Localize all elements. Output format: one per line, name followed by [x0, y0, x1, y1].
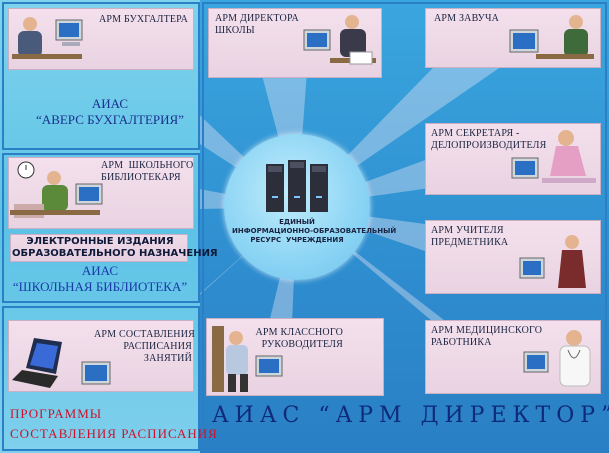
arm-director-label: АРМ ДИРЕКТОРА ШКОЛЫ: [215, 13, 299, 36]
zavuch-icon: [509, 15, 594, 59]
main-frame: [202, 2, 607, 451]
secretary-icon: [511, 130, 596, 183]
director-icon: [303, 15, 376, 65]
arm-secretary-label: АРМ СЕКРЕТАРЯ - ДЕЛОПРОИЗВОДИТЕЛЯ: [431, 128, 547, 151]
central-node-label: ЕДИНЫЙ ИНФОРМАЦИОННО-ОБРАЗОВАТЕЛЬНЫЙ РЕС…: [232, 218, 397, 244]
teacher-icon: [519, 235, 586, 288]
avers-panel: [2, 2, 200, 150]
server-rack-icon: [266, 160, 328, 212]
accountant-icon: [12, 17, 83, 59]
laptop-icon: [12, 338, 111, 388]
library-title: АИАС “ШКОЛЬНАЯ БИБЛИОТЕКА”: [12, 263, 188, 294]
eizdania-box[interactable]: [10, 234, 188, 262]
librarian-icon: [10, 161, 103, 218]
main-title: АИАС “АРМ ДИРЕКТОР”: [212, 403, 609, 428]
arm-buh-label: АРМ БУХГАЛТЕРА: [99, 14, 189, 25]
arm-zavuch-label: АРМ ЗАВУЧА: [434, 13, 500, 24]
arm-schedule-label: АРМ СОСТАВЛЕНИЯ РАСПИСАНИЯ ЗАНЯТИЙ: [94, 329, 195, 364]
programs-title: ПРОГРАММЫ СОСТАВЛЕНИЯ РАСПИСАНИЯ: [10, 406, 218, 441]
arm-classteacher-label: АРМ КЛАССНОГО РУКОВОДИТЕЛЯ: [255, 327, 343, 350]
arm-librarian-label: АРМ ШКОЛЬНОГО БИБЛИОТЕКАРЯ: [101, 160, 194, 183]
arm-medic-label: АРМ МЕДИЦИНСКОГО РАБОТНИКА: [431, 325, 543, 348]
eizdania-title: ЭЛЕКТРОННЫЕ ИЗДАНИЯ ОБРАЗОВАТЕЛЬНОГО НАЗ…: [12, 236, 218, 259]
programs-panel: [2, 306, 200, 451]
library-panel: [2, 153, 200, 303]
arm-teacher-label: АРМ УЧИТЕЛЯ ПРЕДМЕТНИКА: [431, 225, 509, 248]
central-node[interactable]: ЕДИНЫЙ ИНФОРМАЦИОННО-ОБРАЗОВАТЕЛЬНЫЙ РЕС…: [224, 134, 397, 280]
avers-title: АИАС “АВЕРС БУХГАЛТЕРИЯ”: [36, 96, 184, 127]
classteacher-icon: [212, 326, 283, 392]
medic-icon: [523, 330, 591, 387]
